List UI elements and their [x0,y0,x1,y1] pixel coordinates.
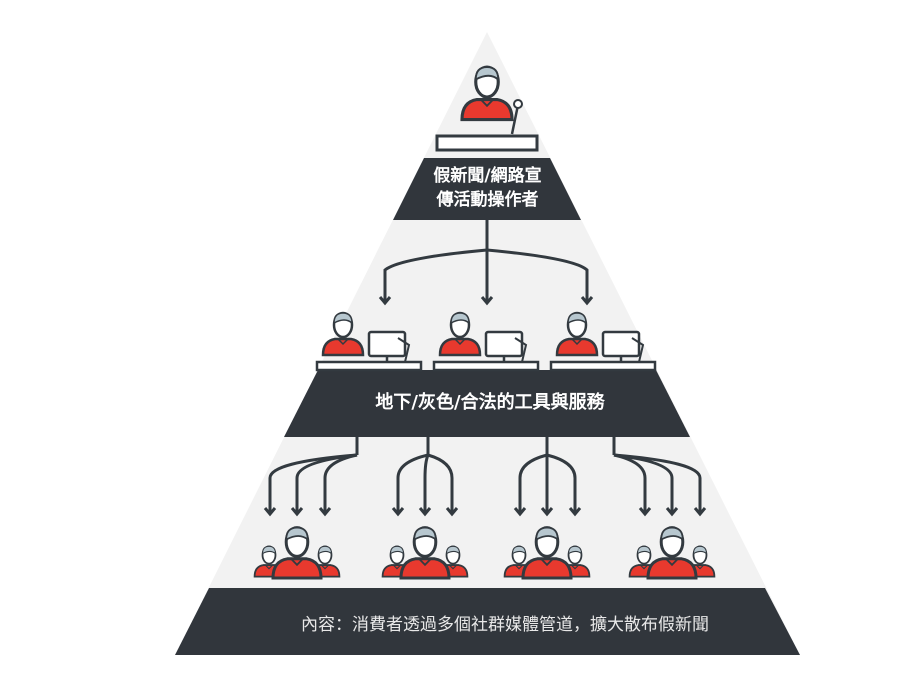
arrow-head [638,507,652,517]
middle-band [284,370,690,437]
hair [413,526,437,542]
bottom-band [175,588,800,655]
worker-icon [555,311,599,357]
collar [480,98,494,108]
microphone-icon [513,99,523,109]
worker-icon [438,311,482,357]
shirt [460,97,514,122]
group-leader-icon [646,526,698,580]
top-band [393,158,581,220]
shirt [521,557,573,580]
collar [665,558,679,567]
arrow-head [391,507,405,517]
collar [418,558,432,567]
shirt [555,337,599,357]
arrow-line [427,453,454,514]
arrow-line [383,248,488,303]
hair [261,545,277,555]
worker-icon [321,311,365,357]
hair [389,545,405,555]
arrow-line [323,453,358,514]
arrow-line [486,248,589,303]
arrow-line [295,453,358,514]
monitor-icon [367,330,407,358]
people-icons [253,65,716,580]
collar [540,558,554,567]
arrow-head [378,296,392,306]
arrow-head [480,296,494,306]
connector-arrows [263,220,707,517]
operators-label-line2: 傳活動操作者 [436,190,539,210]
hair [535,526,559,542]
group-leader-icon [399,526,451,580]
collar [696,564,704,570]
podium [435,134,539,152]
hair [317,545,333,555]
hair [567,545,583,555]
arrow-head [580,296,594,306]
collar [321,564,329,570]
hair [285,526,309,542]
arrow-head [568,507,582,517]
hair [660,526,684,542]
hair [636,545,652,555]
monitor-icon [484,330,524,358]
arrow-head [445,507,459,517]
arrow-head [540,507,554,517]
shirt [271,557,323,580]
arrow-line [613,453,702,514]
arrow-head [693,507,707,517]
collar [449,564,457,570]
monitor-icon [601,330,641,358]
arrow-line [396,453,429,514]
content-label: 內容：消費者透過多個社群媒體管道，擴大散布假新聞 [301,615,709,635]
hair [567,312,587,325]
arrow-line [423,454,430,514]
desk [315,360,423,372]
shirt [321,337,365,357]
collar [393,564,401,570]
collar [640,564,648,570]
tools-services-label: 地下/灰色/合法的工具與服務 [375,392,605,413]
desk-lamp [514,337,528,363]
group-member-left-icon [503,545,535,578]
operators-label-line1: 假新聞/網路宣 [433,166,542,186]
shirt [438,337,482,357]
arrow-line [546,453,577,514]
hair [445,545,461,555]
hair [511,545,527,555]
arrow-head [290,507,304,517]
speaker-icon [460,65,514,122]
hair [692,545,708,555]
group-leader-icon [271,526,323,580]
desk-lamp [397,337,411,363]
collar [290,558,304,567]
collar [571,564,579,570]
arrow-head [665,507,679,517]
collar [337,338,349,346]
arrow-line [518,453,548,514]
group-leader-icon [521,526,573,580]
hair [333,312,353,325]
arrow-head [418,507,432,517]
operators-label: 假新聞/網路宣 傳活動操作者 [395,164,580,212]
hair [450,312,470,325]
collar [515,564,523,570]
desk [549,360,657,372]
collar [265,564,273,570]
desk [432,360,540,372]
shirt [399,557,451,580]
arrow-head [263,507,277,517]
collar [571,338,583,346]
shirt [646,557,698,580]
arrow-head [318,507,332,517]
desk-lamp [631,337,645,363]
arrow-head [513,507,527,517]
collar [454,338,466,346]
microphone-stand [510,104,520,135]
hair [474,66,500,82]
